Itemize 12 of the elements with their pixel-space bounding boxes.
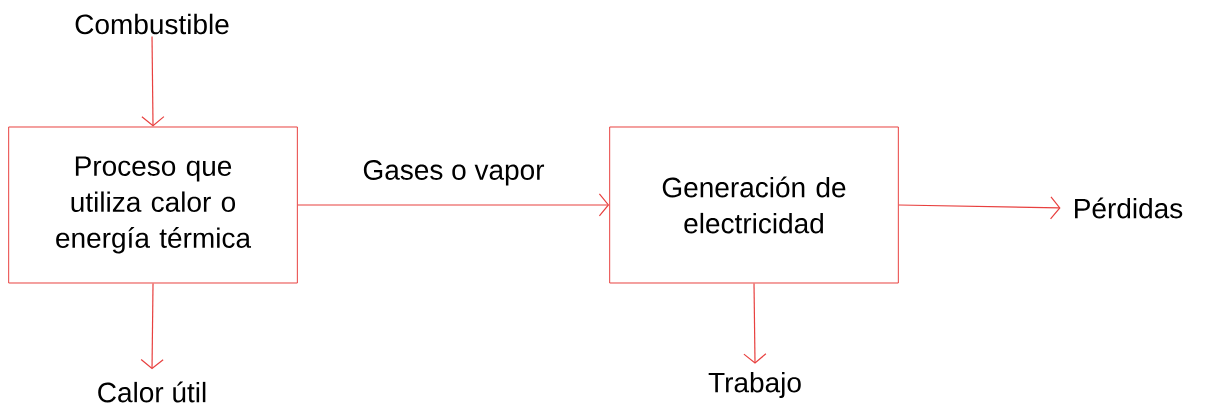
arrow xyxy=(140,282,164,370)
flow-label: Trabajo xyxy=(708,371,801,399)
arrow xyxy=(141,35,165,127)
flow-label: Pérdidas xyxy=(1075,197,1183,219)
flow-label: Calor útil xyxy=(98,381,206,403)
process-box: Generación de electricidad xyxy=(609,126,899,284)
flow-label: Combustible xyxy=(75,13,229,35)
edge-label: Gases o vapor xyxy=(363,160,545,186)
process-box: Proceso que utiliza calor o energía térmica xyxy=(8,126,298,284)
arrow xyxy=(898,196,1061,220)
arrow xyxy=(297,193,610,217)
arrow xyxy=(743,282,767,364)
